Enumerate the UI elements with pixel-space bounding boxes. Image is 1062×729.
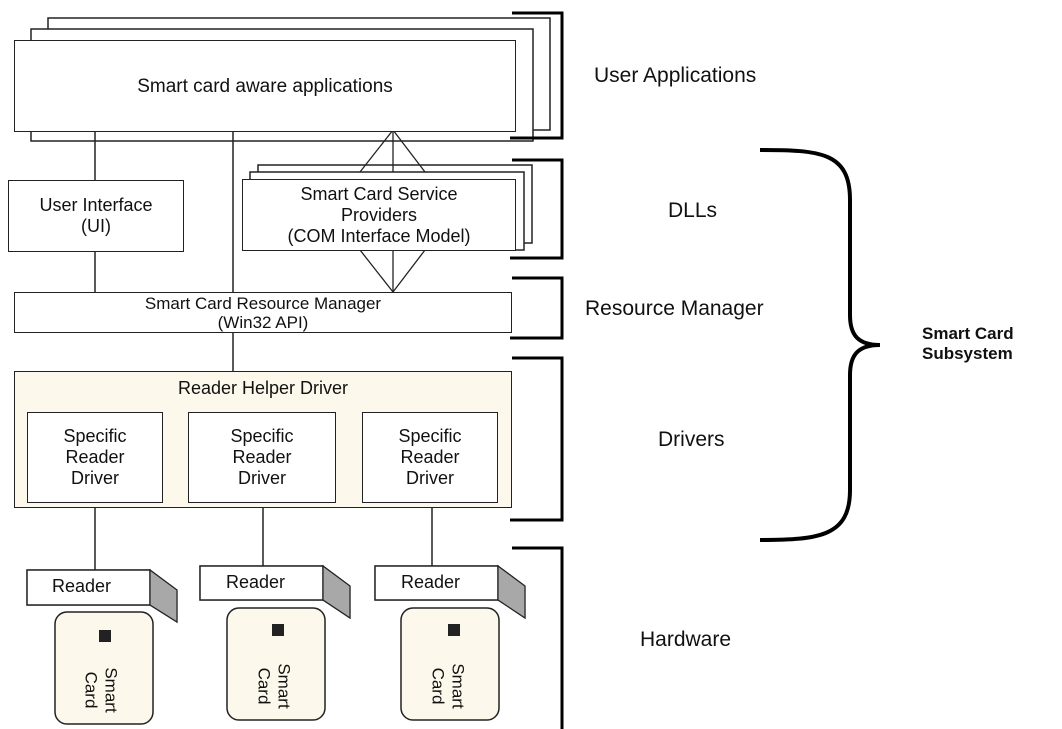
- smart-card-2: [226, 607, 326, 721]
- smart-card-3: [400, 607, 500, 721]
- bracket-resource-manager: [510, 276, 564, 340]
- reader-hardware-1: [26, 568, 178, 725]
- bracket-user-applications: [510, 11, 564, 140]
- reader-hardware-3: [374, 564, 526, 721]
- card-chip-icon-2: [272, 624, 284, 636]
- fan-apps-providers: [359, 129, 426, 173]
- specific-reader-driver-3: Specific Reader Driver: [362, 412, 498, 503]
- bracket-hardware: [512, 546, 564, 729]
- card-label-2: Smart Card: [254, 663, 294, 709]
- specific-driver-label-2: Specific Reader Driver: [230, 426, 294, 488]
- reader-label-1: Reader: [52, 576, 112, 596]
- layer-label-drivers: Drivers: [658, 428, 725, 451]
- service-providers-box: Smart Card Service Providers (COM Interf…: [242, 179, 516, 251]
- helper-driver-label: Reader Helper Driver: [177, 378, 349, 398]
- layer-label-resource-manager: Resource Manager: [585, 297, 764, 320]
- providers-label: Smart Card Service Providers (COM Interf…: [287, 183, 471, 246]
- card-label-3: Smart Card: [428, 663, 468, 709]
- resource-manager-label: Smart Card Resource Manager (Win32 API): [144, 293, 382, 332]
- apps-label: Smart card aware applications: [137, 75, 393, 97]
- specific-driver-label-1: Specific Reader Driver: [63, 426, 127, 488]
- subsystem-label: Smart Card Subsystem: [922, 324, 1014, 363]
- bracket-dlls: [510, 158, 564, 260]
- smart-card-1: [54, 611, 154, 725]
- user-interface-box: User Interface (UI): [8, 180, 184, 252]
- ui-label: User Interface (UI): [39, 195, 153, 236]
- layer-label-hardware: Hardware: [640, 628, 732, 651]
- layer-label-dlls: DLLs: [668, 199, 718, 222]
- specific-reader-driver-1: Specific Reader Driver: [27, 412, 163, 503]
- card-label-1: Smart Card: [81, 667, 121, 713]
- reader-label-3: Reader: [401, 572, 461, 592]
- specific-driver-label-3: Specific Reader Driver: [398, 426, 462, 488]
- specific-reader-driver-2: Specific Reader Driver: [188, 412, 336, 503]
- card-chip-icon-1: [99, 630, 111, 642]
- layer-label-user-applications: User Applications: [594, 64, 757, 87]
- reader-hardware-2: [199, 564, 351, 721]
- smart-card-aware-applications-box: Smart card aware applications: [14, 40, 516, 132]
- fan-providers-rm: [359, 249, 426, 293]
- bracket-drivers: [510, 356, 564, 522]
- reader-label-2: Reader: [226, 572, 286, 592]
- resource-manager-box: Smart Card Resource Manager (Win32 API): [14, 292, 512, 333]
- subsystem-brace: [759, 148, 881, 542]
- card-chip-icon-3: [448, 624, 460, 636]
